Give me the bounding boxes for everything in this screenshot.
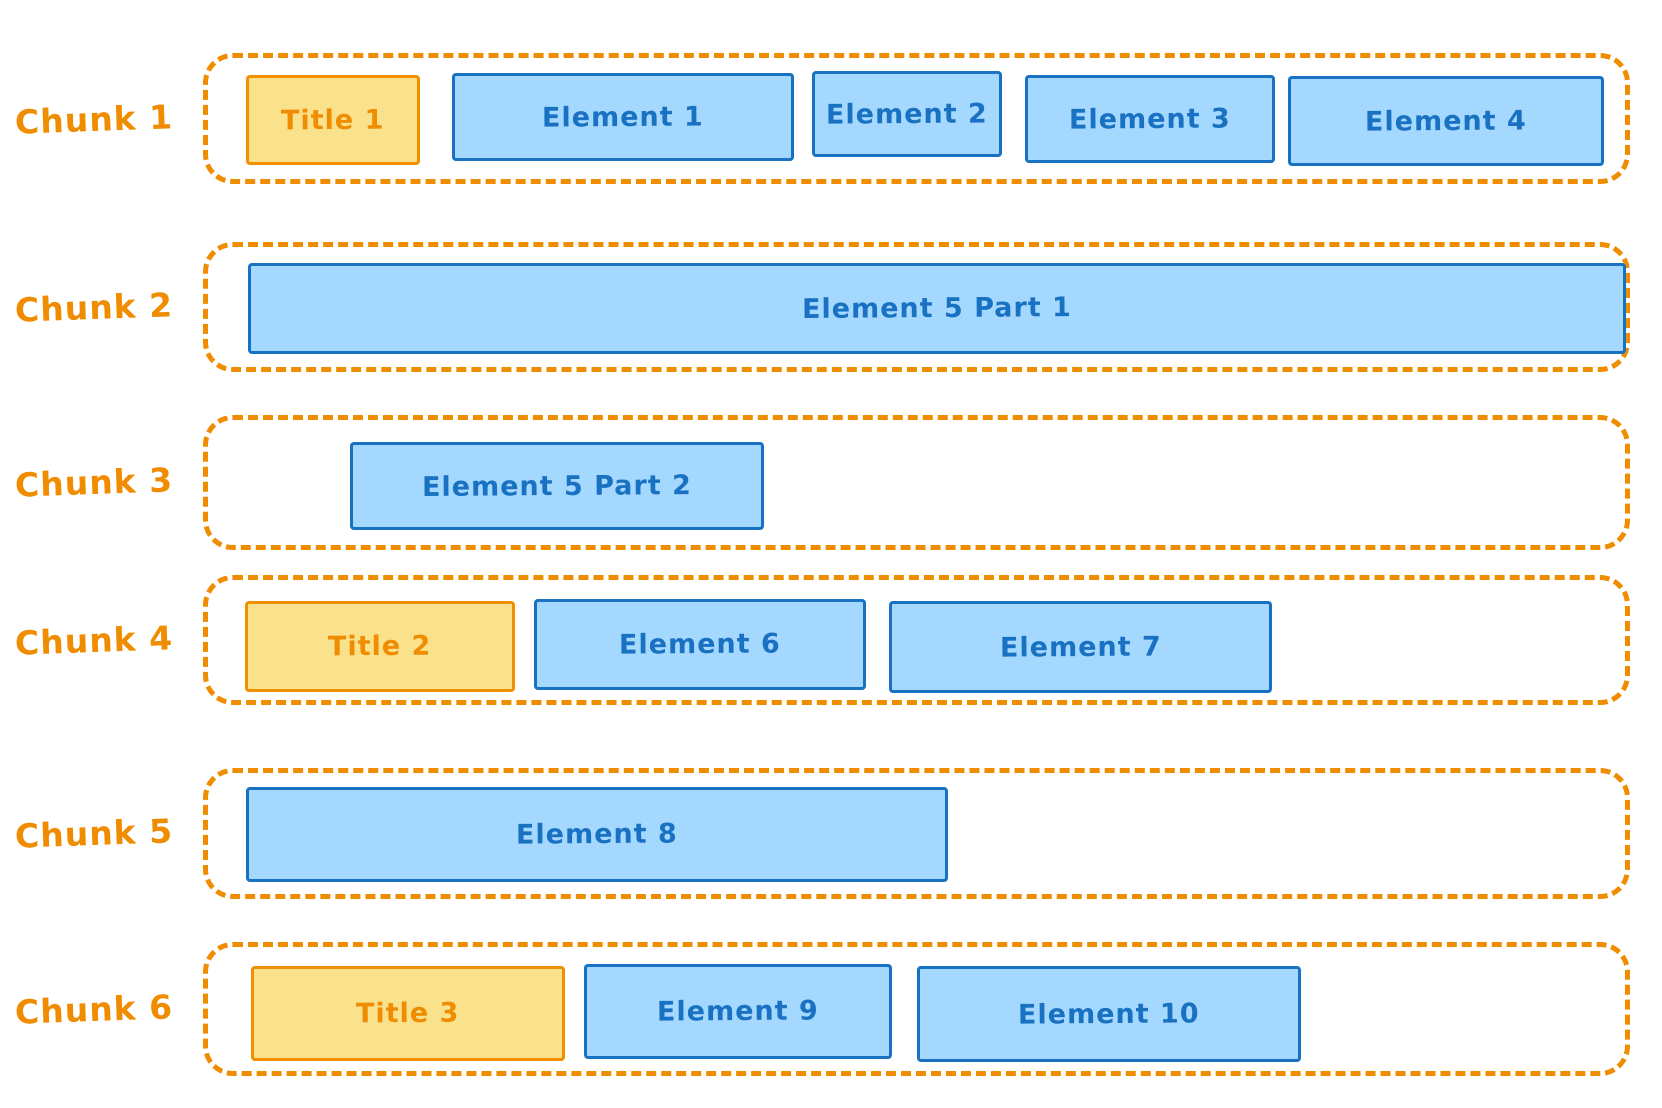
chunk-1-label: Chunk 1	[14, 96, 174, 142]
element-10-label: Element 10	[1018, 997, 1200, 1031]
element-4-box: Element 4	[1288, 76, 1604, 166]
element-9-box: Element 9	[584, 964, 892, 1059]
title-2-box: Title 2	[245, 601, 515, 692]
chunk-3-label: Chunk 3	[14, 459, 174, 505]
title-1-box: Title 1	[246, 75, 420, 165]
element-8-label: Element 8	[516, 818, 678, 851]
chunk-3-outline: Element 5 Part 2	[203, 415, 1630, 550]
chunk-2-label: Chunk 2	[14, 284, 174, 330]
title-3-label: Title 3	[356, 997, 460, 1030]
title-3-box: Title 3	[251, 966, 565, 1061]
chunk-6-label: Chunk 6	[14, 986, 174, 1032]
element-4-label: Element 4	[1365, 104, 1527, 138]
element-3-label: Element 3	[1069, 102, 1231, 136]
title-1-label: Title 1	[281, 104, 385, 136]
chunk-6-outline: Title 3 Element 9 Element 10	[203, 942, 1630, 1076]
element-7-label: Element 7	[999, 630, 1162, 664]
chunk-4-outline: Title 2 Element 6 Element 7	[203, 575, 1630, 705]
element-6-label: Element 6	[619, 628, 781, 661]
element-1-box: Element 1	[452, 73, 794, 161]
element-1-label: Element 1	[542, 100, 704, 134]
chunk-5-outline: Element 8	[203, 768, 1630, 899]
chunk-4-label: Chunk 4	[14, 617, 174, 663]
element-2-box: Element 2	[812, 71, 1002, 157]
element-9-label: Element 9	[657, 995, 819, 1028]
element-6-box: Element 6	[534, 599, 866, 690]
element-5-part-2-box: Element 5 Part 2	[350, 442, 764, 530]
element-7-box: Element 7	[889, 601, 1272, 693]
element-5-part-1-box: Element 5 Part 1	[248, 263, 1626, 354]
element-3-box: Element 3	[1025, 75, 1275, 163]
element-5-part-1-label: Element 5 Part 1	[801, 292, 1073, 325]
chunk-2-outline: Element 5 Part 1	[203, 242, 1630, 372]
element-5-part-2-label: Element 5 Part 2	[421, 469, 693, 503]
chunk-1-outline: Title 1 Element 1 Element 2 Element 3 El…	[203, 53, 1630, 184]
chunk-5-label: Chunk 5	[14, 810, 174, 856]
element-10-box: Element 10	[917, 966, 1301, 1062]
title-2-label: Title 2	[328, 630, 432, 663]
element-8-box: Element 8	[246, 787, 948, 882]
element-2-label: Element 2	[826, 97, 988, 131]
